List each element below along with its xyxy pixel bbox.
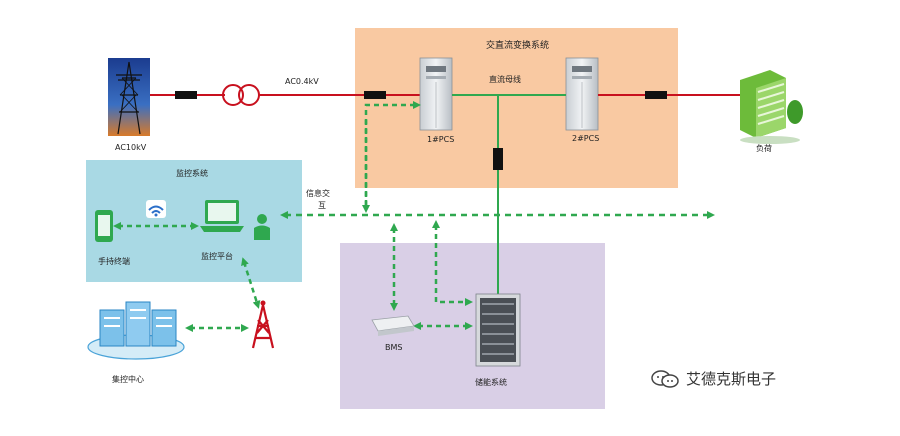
ac-high-label: AC10kV bbox=[115, 143, 147, 152]
fuse-dc bbox=[493, 148, 503, 170]
fuse-1 bbox=[175, 91, 197, 99]
storage-label: 储能系统 bbox=[475, 378, 507, 387]
monitor-group-label: 监控系统 bbox=[176, 169, 208, 178]
platform-label: 监控平台 bbox=[201, 252, 233, 261]
watermark-text: 艾德克斯电子 bbox=[686, 370, 777, 388]
dc-bus-label: 直流母线 bbox=[489, 75, 521, 84]
bms-device-icon bbox=[371, 315, 415, 336]
handheld-label: 手持终端 bbox=[98, 257, 130, 266]
transformer-icon bbox=[222, 84, 260, 106]
pcs-group-label: 交直流变换系统 bbox=[486, 41, 550, 51]
storage-cabinet-icon bbox=[475, 293, 521, 367]
pcs1-cabinet-icon bbox=[419, 57, 453, 131]
load-building-icon bbox=[740, 70, 803, 144]
info-exchange-label-2: 互 bbox=[318, 201, 326, 210]
pcs1-label: 1#PCS bbox=[427, 135, 455, 144]
load-label: 负荷 bbox=[756, 144, 772, 153]
radio-tower-icon bbox=[251, 300, 275, 349]
handheld-phone-icon bbox=[95, 210, 113, 242]
pcs-region bbox=[355, 28, 678, 188]
fuse-3 bbox=[645, 91, 667, 99]
power-tower-icon bbox=[108, 58, 150, 136]
info-exchange-label-1: 信息交 bbox=[306, 189, 330, 198]
ac-low-label: AC0.4kV bbox=[285, 77, 319, 86]
pcs2-cabinet-icon bbox=[565, 57, 599, 131]
laptop-icon bbox=[200, 200, 244, 232]
control-center-servers-icon bbox=[87, 301, 185, 360]
fuse-2 bbox=[364, 91, 386, 99]
wifi-icon bbox=[146, 200, 166, 218]
operator-person-icon bbox=[254, 214, 270, 240]
watermark: 艾德克斯电子 bbox=[650, 368, 776, 389]
wechat-icon bbox=[651, 369, 679, 388]
pcs2-label: 2#PCS bbox=[572, 134, 600, 143]
control-center-label: 集控中心 bbox=[112, 375, 144, 384]
bms-label: BMS bbox=[385, 343, 403, 352]
